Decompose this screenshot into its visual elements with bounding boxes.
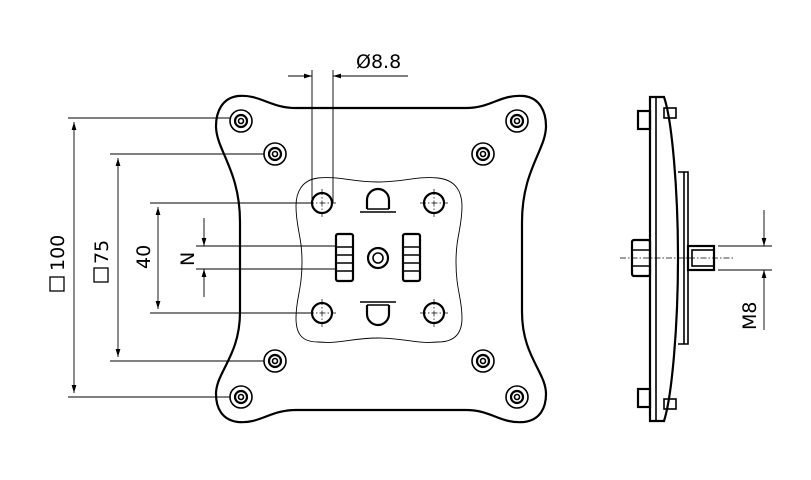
screw-75-bottom-right [471, 349, 495, 373]
thread-label: M8 [739, 302, 761, 330]
label-100-group: 100 [47, 235, 69, 292]
adapter-plate-outline [295, 177, 463, 343]
dimension-n-label: N [177, 252, 199, 266]
dimension-100-label: 100 [47, 235, 69, 271]
screw-100-top-right [505, 109, 529, 133]
dimension-75 [110, 153, 264, 362]
hole-40-bottom-right [420, 299, 448, 327]
label-m8-group: M8 [739, 302, 761, 330]
dimension-100 [68, 117, 230, 398]
dimension-diameter [288, 70, 408, 203]
label-40-group: 40 [133, 245, 155, 269]
boss-bottom [360, 301, 396, 327]
square-symbol-75 [93, 267, 109, 283]
dimension-40 [150, 202, 312, 314]
square-symbol-100 [49, 276, 65, 292]
hole-40-top-right [420, 189, 448, 217]
boss-top [360, 187, 396, 213]
hole-40-bottom-left [308, 299, 336, 327]
dimension-m8 [718, 210, 772, 330]
screw-75-top-left [263, 142, 287, 166]
diameter-label: Ø8.8 [356, 51, 401, 73]
dimension-n [196, 218, 336, 297]
screw-100-bottom-right [505, 385, 529, 409]
screw-75-bottom-left [263, 349, 287, 373]
label-75-group: 75 [91, 240, 113, 283]
dimension-75-label: 75 [91, 240, 113, 264]
screw-75-top-right [471, 142, 495, 166]
screw-100-bottom-left [229, 385, 253, 409]
plate-outline [214, 94, 548, 424]
side-view [620, 95, 734, 423]
label-n-group: N [177, 252, 199, 266]
dimension-40-label: 40 [133, 245, 155, 269]
screw-100-top-left [229, 109, 253, 133]
slot-right [401, 232, 422, 283]
slot-left [334, 232, 355, 283]
center-nut [366, 246, 390, 270]
